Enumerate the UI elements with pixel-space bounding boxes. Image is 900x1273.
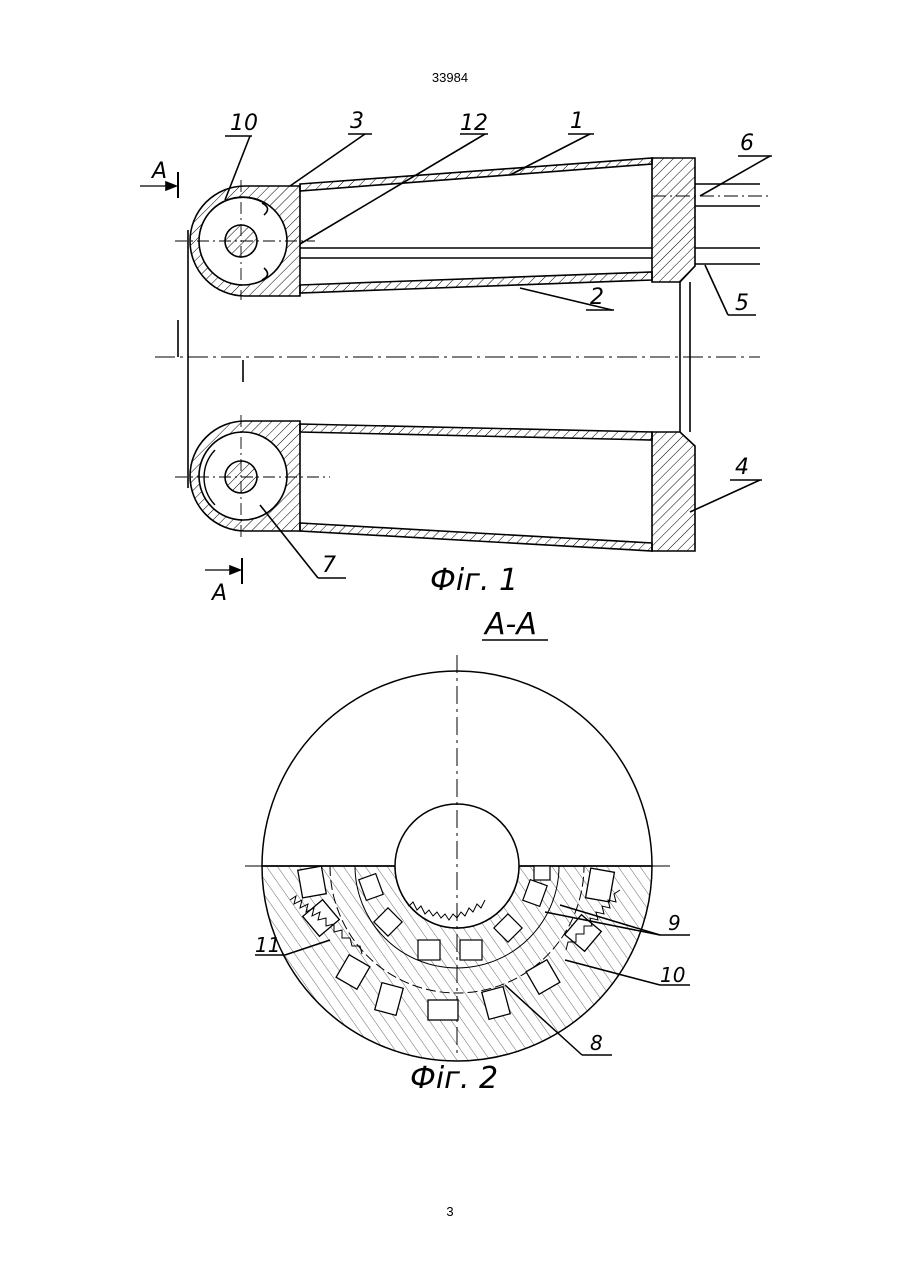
figure-1-caption: Фіг. 1: [430, 563, 518, 598]
label-7: 7: [322, 553, 336, 578]
tube-upper-wall: [300, 158, 652, 191]
figure-2-caption: Фіг. 2: [410, 1061, 498, 1096]
flange-bottom: [652, 432, 695, 551]
figure-2: [245, 655, 690, 1061]
label-5: 5: [735, 291, 749, 316]
lower-tube-lower-wall: [300, 523, 652, 551]
label-2: 2: [590, 285, 604, 310]
section-mark-bottom: A: [210, 581, 227, 606]
label-9: 9: [668, 911, 681, 935]
label-4: 4: [735, 455, 749, 480]
label-11: 11: [255, 933, 280, 957]
label-8: 8: [590, 1031, 603, 1055]
section-title: A-A: [483, 607, 537, 642]
section-mark-top: A: [150, 159, 167, 184]
flange-top: [652, 158, 695, 282]
label-10-fig1: 10: [230, 111, 258, 136]
figure-1: [140, 134, 772, 584]
page-number: 3: [0, 1204, 900, 1219]
lower-tube-upper-wall: [300, 424, 652, 440]
label-6: 6: [740, 131, 754, 156]
label-12: 12: [460, 111, 488, 136]
label-1: 1: [570, 109, 584, 134]
label-3: 3: [350, 109, 364, 134]
label-10-fig2: 10: [660, 963, 685, 987]
